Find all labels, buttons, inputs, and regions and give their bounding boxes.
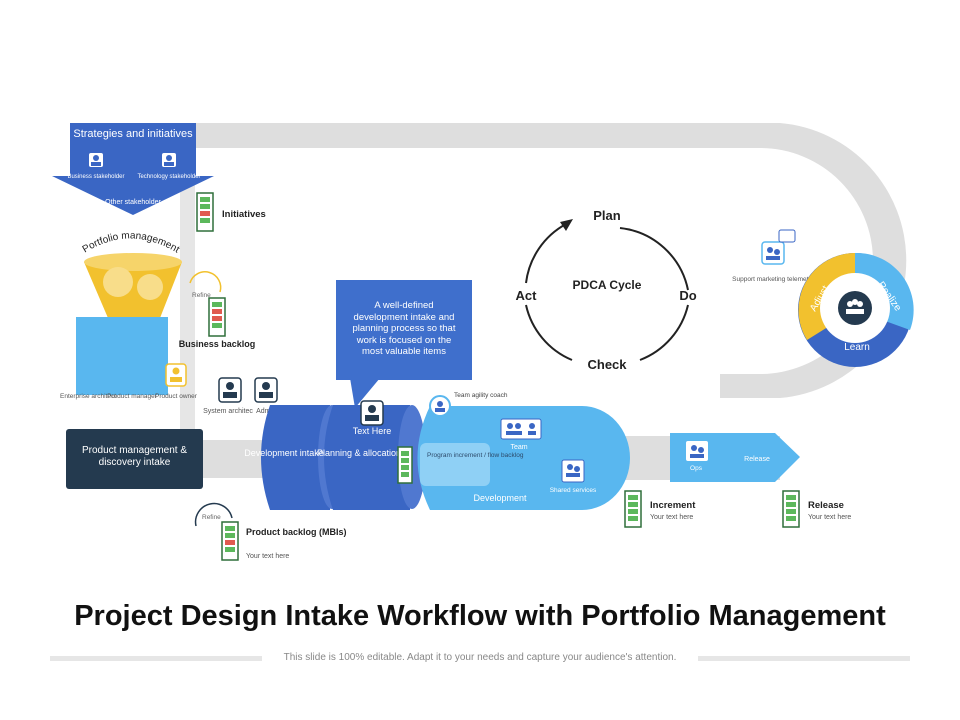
enterprise-architect-label: Enterprise architect — [60, 393, 116, 400]
pdca-act: Act — [516, 288, 538, 303]
pdca-arc-check-act — [525, 304, 573, 361]
increment-sub: Your text here — [650, 514, 693, 521]
product-refine-label: Refine — [202, 514, 221, 521]
pdca-plan: Plan — [593, 208, 621, 223]
people-icon — [846, 299, 864, 314]
callout-box: A well-defined development intake and pl… — [336, 280, 472, 380]
business-stakeholder-icon — [89, 153, 103, 167]
funnel-ball — [103, 267, 133, 297]
system-architect-label: System architec — [203, 408, 253, 415]
support-telemetry-label: Support marketing telemetry — [732, 276, 814, 283]
ops-label: Ops — [690, 465, 703, 472]
system-architect-icon — [218, 377, 242, 403]
pdca-arrowhead-icon — [560, 219, 573, 231]
team-agility-coach-label: Team agility coach — [454, 392, 508, 399]
grey-track-left — [180, 148, 195, 430]
increment-backlog-icon — [624, 490, 642, 528]
footer-line-right — [698, 656, 910, 661]
business-backlog-label: Business backlog — [179, 339, 256, 349]
initiatives-backlog-icon — [196, 192, 214, 232]
product-manager-label: Product manager — [107, 393, 158, 400]
planning-allocation-stage — [324, 405, 410, 510]
pdca-center: PDCA Cycle — [573, 278, 642, 292]
pdca-arc-plan-do — [619, 227, 689, 291]
ops-icon — [686, 441, 708, 461]
grey-track — [195, 123, 907, 398]
other-stakeholder-label: Other stakeholder — [105, 199, 161, 206]
light-blue-placeholder — [76, 317, 168, 395]
development-intake-stage — [261, 405, 330, 510]
grey-track-bottom — [200, 440, 270, 478]
strategies-arrow — [52, 123, 214, 215]
release-arrow-label: Release — [744, 456, 770, 463]
product-backlog-icon — [221, 521, 239, 561]
footer-note: This slide is 100% editable. Adapt it to… — [283, 652, 677, 663]
admin-icon — [254, 377, 278, 403]
product-backlog-sub: Your text here — [246, 553, 289, 560]
footer-line-left — [50, 656, 262, 661]
development-intake-label: Development intake — [244, 448, 324, 458]
funnel-ball — [137, 274, 163, 300]
release-backlog-icon — [782, 490, 800, 528]
page-title: Project Design Intake Workflow with Port… — [74, 600, 886, 632]
refine-arrow-icon — [189, 271, 222, 293]
team-agility-coach-icon — [429, 395, 451, 417]
business-stakeholder-label: Business stakeholder — [67, 174, 124, 180]
text-here-label: Text Here — [353, 426, 392, 436]
business-backlog-icon — [208, 297, 226, 337]
strategies-heading: Strategies and initiatives — [73, 128, 193, 140]
ring-learn-label: Learn — [844, 342, 870, 353]
refine-label: Refine — [192, 292, 211, 299]
pdca-arc-act-plan — [525, 223, 567, 284]
release-sub: Your text here — [808, 514, 851, 521]
program-increment-box — [420, 443, 490, 486]
release-title: Release — [808, 500, 844, 511]
initiatives-label: Initiatives — [222, 209, 266, 220]
planning-allocation-label: Planning & allocation — [317, 448, 401, 458]
product-owner-icon — [165, 363, 187, 387]
ring-core — [838, 291, 872, 325]
product-backlog-title: Product backlog (MBIs) — [246, 527, 347, 537]
pdca-do: Do — [679, 288, 696, 303]
portfolio-management-label: Portfolio management — [81, 230, 182, 255]
product-refine-arrow-icon — [194, 502, 233, 527]
technology-stakeholder-label: Technology stakeholder — [137, 174, 200, 180]
development-label: Development — [473, 493, 527, 503]
funnel-rim — [84, 253, 182, 271]
callout-pointer — [350, 378, 380, 408]
pdca-arc-do-check — [639, 304, 689, 361]
product-owner-label: Product owner — [155, 393, 198, 400]
pdca-check: Check — [587, 357, 627, 372]
team-icon — [500, 418, 542, 440]
planning-backlog-icon — [397, 446, 413, 484]
product-management-box: Product management & discovery intake — [66, 429, 203, 489]
text-here-icon — [360, 400, 384, 426]
shared-services-label: Shared services — [550, 487, 597, 494]
shared-services-icon — [561, 459, 585, 483]
increment-title: Increment — [650, 500, 696, 511]
technology-stakeholder-icon — [162, 153, 176, 167]
team-label: Team — [510, 444, 527, 451]
program-increment-label: Program increment / flow backlog — [427, 452, 524, 459]
support-telemetry-icon — [761, 229, 796, 265]
admin-label: Admin — [256, 408, 276, 415]
